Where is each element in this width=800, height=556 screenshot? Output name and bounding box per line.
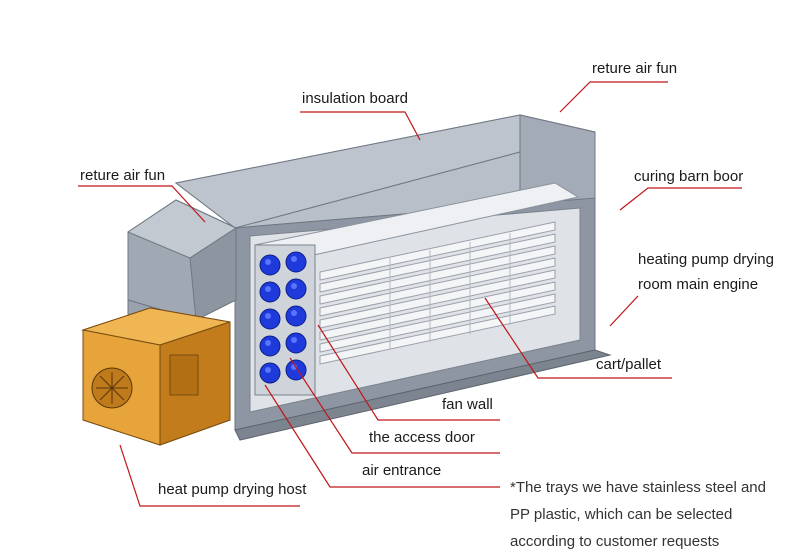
- label-fan-wall: fan wall: [442, 396, 493, 413]
- tray-stack: [319, 221, 556, 365]
- leader-lines: [78, 81, 742, 507]
- label-insulation-board: insulation board: [302, 90, 408, 107]
- note-line-2: PP plastic, which can be selected: [510, 506, 733, 523]
- label-heating-pump-line1: heating pump drying: [638, 251, 774, 268]
- tray-dividers: [389, 233, 511, 350]
- heat-pump-host: [81, 307, 231, 446]
- label-curing-barn-door: curing barn boor: [634, 168, 744, 185]
- tray-material-note: *The trays we have stainless steel and P…: [510, 474, 790, 555]
- label-cart-pallet: cart/pallet: [596, 356, 662, 373]
- label-return-air-fan-top: reture air fun: [592, 60, 678, 77]
- label-air-entrance: air entrance: [362, 462, 442, 479]
- note-line-1: *The trays we have stainless steel and: [510, 479, 766, 496]
- label-heating-pump-line2: room main engine: [638, 276, 759, 293]
- fan-wall: [254, 244, 316, 396]
- label-heat-pump-host: heat pump drying host: [158, 481, 307, 498]
- note-line-3: according to customer requests: [510, 533, 720, 550]
- label-return-air-fan-left: reture air fun: [80, 167, 166, 184]
- label-access-door: the access door: [369, 429, 475, 446]
